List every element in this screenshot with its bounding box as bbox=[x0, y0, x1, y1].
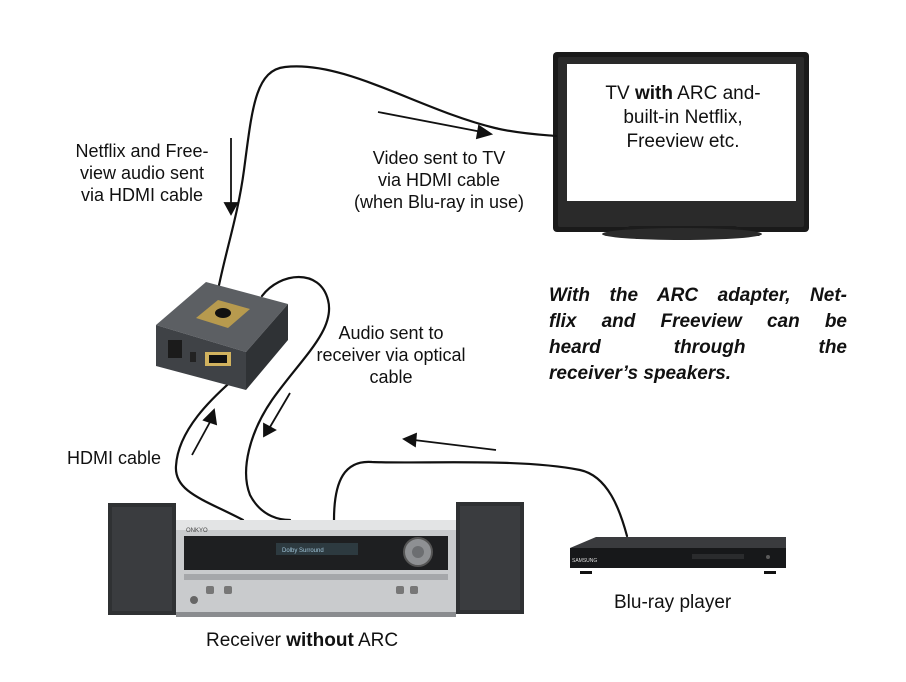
hdmi-cable-label: HDMI cable bbox=[67, 448, 162, 468]
tv bbox=[553, 52, 809, 240]
left-speaker bbox=[108, 503, 176, 615]
arc-adapter bbox=[156, 282, 288, 390]
bluray-player-label: Blu-ray player bbox=[614, 592, 732, 613]
tv-screen-text: TV with ARC and- built-in Netflix, Freev… bbox=[605, 83, 761, 152]
arrow-up-hdmi bbox=[191, 408, 218, 456]
video-sent-label: Video sent to TV via HDMI cable (when Bl… bbox=[353, 148, 525, 212]
receiver-display: Dolby Surround bbox=[282, 548, 324, 554]
optical-cable bbox=[245, 276, 331, 522]
audio-optical-label: Audio sent to receiver via optical cable bbox=[316, 323, 466, 387]
hdmi-cable-to-tv bbox=[216, 65, 558, 292]
arrow-left-bluray bbox=[402, 432, 497, 451]
receiver: ONKYO Dolby Surround bbox=[176, 520, 456, 617]
arrow-down-netflix-audio bbox=[223, 138, 239, 216]
arrows bbox=[191, 111, 497, 456]
receiver-brand: ONKYO bbox=[186, 528, 208, 534]
arc-adapter-note: With the ARC adapter, Net- flix and Free… bbox=[549, 285, 847, 384]
arrow-right-video bbox=[377, 111, 494, 140]
hdmi-cable-to-receiver bbox=[174, 376, 245, 522]
arrow-down-optical bbox=[263, 392, 291, 438]
netflix-audio-label: Netflix and Free- view audio sent via HD… bbox=[75, 141, 209, 205]
bluray-cable bbox=[332, 460, 629, 538]
bluray-brand: SAMSUNG bbox=[572, 558, 597, 564]
cables bbox=[174, 65, 629, 538]
right-speaker bbox=[456, 502, 524, 614]
bluray-player-device: SAMSUNG bbox=[570, 537, 786, 574]
receiver-label: Receiver without ARC bbox=[206, 630, 399, 651]
